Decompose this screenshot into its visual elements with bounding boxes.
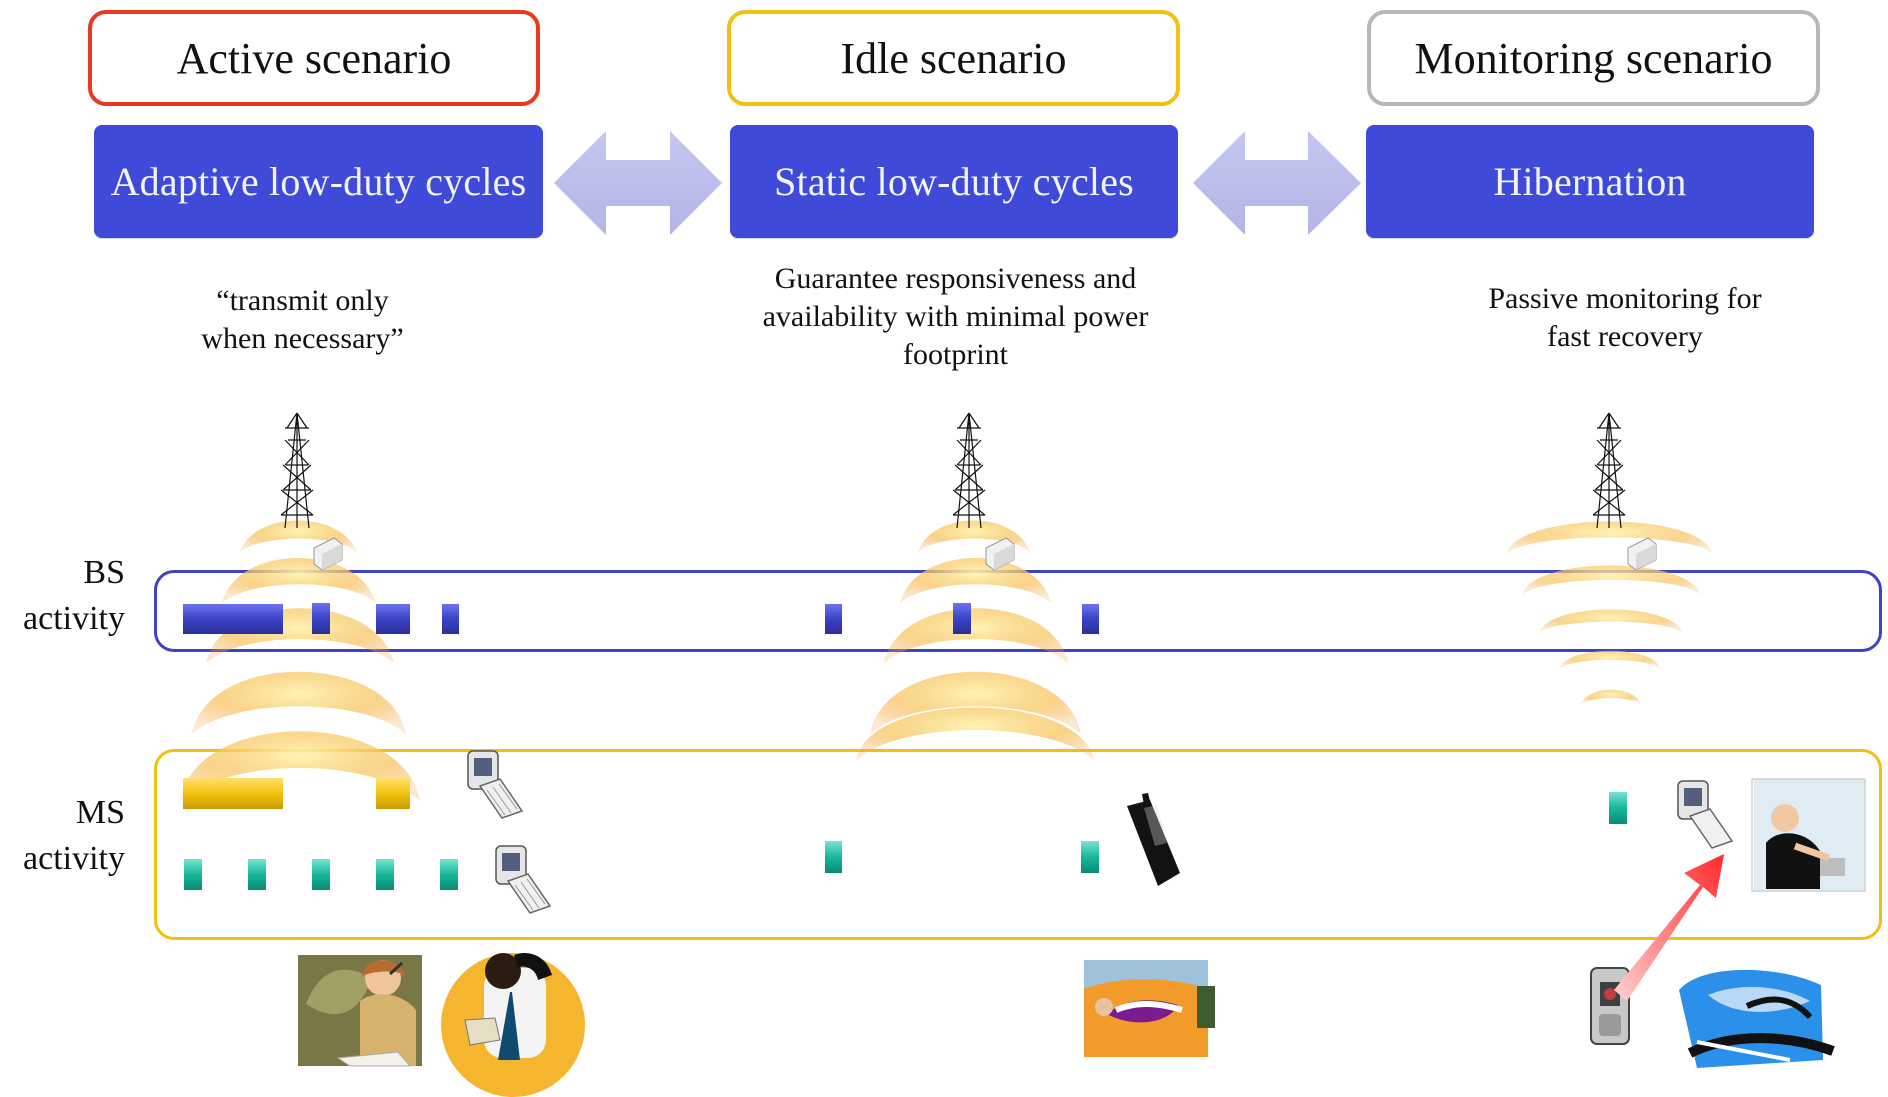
mobile-phone-icon-monitor-bottom [1590, 967, 1630, 1045]
active-scenario-box: Active scenario [88, 10, 540, 106]
ms-label-line-2: activity [23, 840, 125, 877]
adaptive-duty-cycle-label: Adaptive low-duty cycles [110, 159, 527, 204]
monitoring-description: Passive monitoring for fast recovery [1450, 280, 1800, 356]
ms-activity-label: MS activity [0, 790, 125, 882]
bs-label-line-2: activity [23, 600, 125, 637]
person-on-phone-icon-left [298, 955, 422, 1067]
hibernation-label: Hibernation [1493, 159, 1687, 204]
bs-label-line-1: BS [83, 554, 125, 591]
idle-description-line-2: availability with minimal power [762, 300, 1149, 333]
ms-label-line-1: MS [75, 794, 125, 831]
bidirectional-arrow-icon-right [1193, 131, 1361, 235]
base-station-box-right [1627, 537, 1657, 571]
monitoring-description-line-1: Passive monitoring for [1488, 282, 1762, 315]
active-description-line-1: “transmit only [216, 284, 389, 317]
adaptive-duty-cycle-box: Adaptive low-duty cycles [94, 125, 543, 238]
base-station-box-middle [985, 537, 1015, 571]
hibernation-box: Hibernation [1366, 125, 1814, 238]
static-duty-cycle-label: Static low-duty cycles [774, 159, 1134, 204]
active-scenario-label: Active scenario [176, 33, 452, 83]
monitoring-scenario-box: Monitoring scenario [1367, 10, 1820, 106]
sleeping-person-icon [1679, 969, 1835, 1068]
static-duty-cycle-box: Static low-duty cycles [730, 125, 1178, 238]
active-description: “transmit only when necessary” [150, 282, 455, 358]
idle-description-line-1: Guarantee responsiveness and [774, 262, 1137, 295]
idle-description-line-3: footprint [903, 338, 1008, 371]
ms-activity-band [154, 749, 1882, 940]
transmission-tower-icon-middle [952, 412, 986, 529]
person-on-phone-icon-right [441, 953, 585, 1097]
monitoring-scenario-label: Monitoring scenario [1414, 33, 1773, 83]
base-station-box-left [313, 537, 343, 571]
person-resting-icon [1084, 960, 1215, 1057]
transmission-tower-icon-left [280, 412, 314, 529]
bs-activity-label: BS activity [0, 550, 125, 642]
monitoring-description-line-2: fast recovery [1547, 320, 1703, 353]
idle-scenario-label: Idle scenario [840, 33, 1067, 83]
transmission-tower-icon-right [1592, 412, 1626, 529]
idle-scenario-box: Idle scenario [727, 10, 1180, 106]
bs-activity-band [154, 570, 1882, 652]
active-description-line-2: when necessary” [201, 322, 404, 355]
idle-description: Guarantee responsiveness and availabilit… [728, 260, 1183, 374]
bidirectional-arrow-icon-left [554, 131, 722, 235]
